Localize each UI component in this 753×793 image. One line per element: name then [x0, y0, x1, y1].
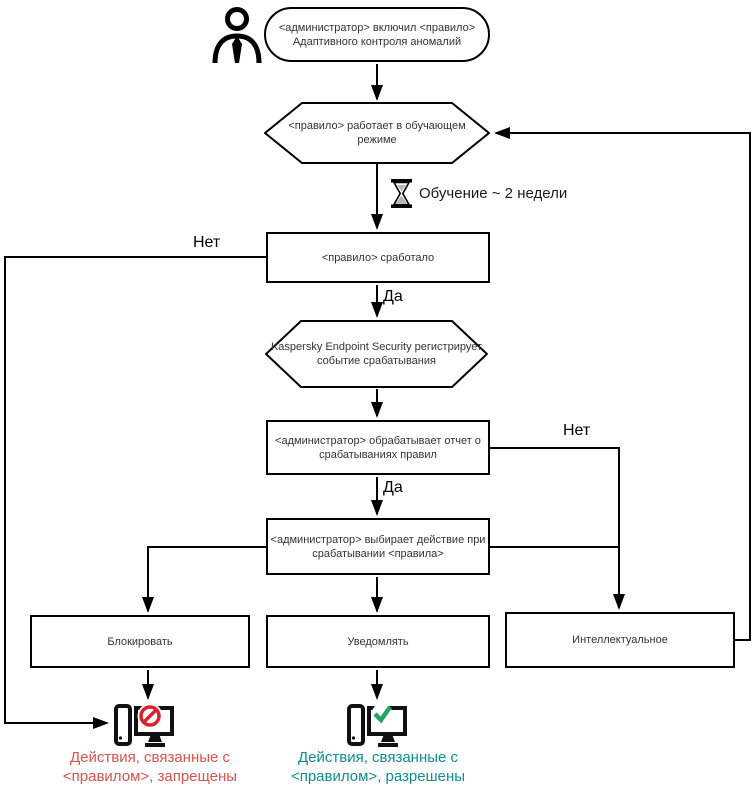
node-admin-report-line1: <администратор> обрабатывает отчет о: [275, 434, 481, 447]
caption-allowed: Действия, связанные с <правилом>, разреш…: [258, 748, 498, 786]
node-start-line2: Адаптивного контроля аномалий: [292, 35, 462, 48]
node-start: <администратор> включил <правило> Адапти…: [264, 7, 490, 62]
node-admin-action-line2: срабатывании <правила>: [312, 547, 444, 560]
node-action-smart: Интеллектуальное: [505, 612, 735, 668]
node-kes-line1: Kaspersky Endpoint Security регистрирует: [270, 341, 483, 353]
node-action-block: Блокировать: [30, 615, 250, 668]
node-action-notify: Уведомлять: [266, 615, 490, 668]
node-action-smart-label: Интеллектуальное: [572, 634, 668, 646]
node-training-mode: <правило> работает в обучающем режиме: [264, 102, 490, 164]
node-admin-report-line2: срабатываниях правил: [319, 448, 437, 461]
node-action-block-label: Блокировать: [107, 635, 173, 648]
caption-blocked-line2: <правилом>, запрещены: [62, 768, 238, 785]
edge-label-no-left: Нет: [193, 234, 221, 251]
edge-label-no-right: Нет: [563, 422, 591, 439]
caption-allowed-line1: Действия, связанные с: [297, 749, 459, 766]
hourglass-icon: [391, 179, 412, 208]
training-duration-label: Обучение ~ 2 недели: [419, 185, 568, 202]
edge-label-yes-2: Да: [383, 479, 403, 496]
node-rule-triggered-label: <правило> сработало: [321, 251, 435, 264]
caption-blocked-line1: Действия, связанные с: [69, 749, 231, 766]
node-kes-registers: Kaspersky Endpoint Security регистрирует…: [265, 320, 488, 388]
person-icon: [212, 7, 262, 64]
node-rule-triggered: <правило> сработало: [266, 232, 490, 283]
node-start-line1: <администратор> включил <правило>: [278, 21, 476, 34]
node-admin-report: <администратор> обрабатывает отчет о сра…: [266, 420, 490, 475]
monitor-prohibited-icon: [114, 703, 174, 747]
monitor-check-icon: [347, 703, 407, 747]
hexagon-shape: [264, 102, 490, 164]
hexagon-shape: [265, 320, 488, 388]
caption-allowed-line2: <правилом>, разрешены: [290, 768, 466, 785]
caption-blocked: Действия, связанные с <правилом>, запрещ…: [30, 748, 270, 786]
edge-label-yes-1: Да: [383, 288, 403, 305]
node-training-line1: <правило> работает в обучающем: [288, 120, 466, 132]
node-kes-line2: событие срабатывания: [317, 355, 436, 367]
node-training-line2: режиме: [357, 134, 397, 146]
node-admin-action-line1: <администратор> выбирает действие при: [270, 533, 486, 546]
node-action-notify-label: Уведомлять: [347, 635, 409, 648]
node-admin-action: <администратор> выбирает действие при ср…: [266, 518, 490, 575]
